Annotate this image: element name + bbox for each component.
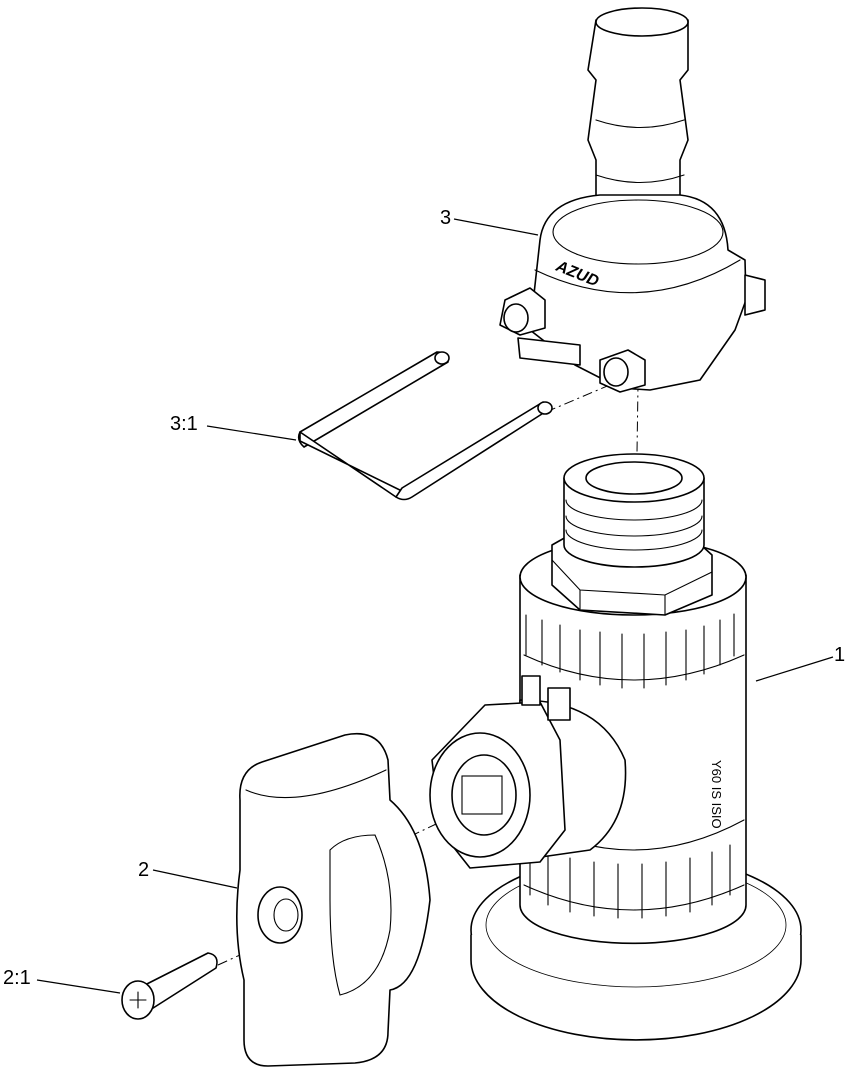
callout-2: 2 <box>138 859 150 881</box>
valve-body-part: Y60 IS ISIO <box>429 453 802 1041</box>
pin-centerline <box>545 383 613 413</box>
leader-2-1 <box>36 979 121 994</box>
body-marking-text: Y60 IS ISIO <box>709 760 724 829</box>
leader-3 <box>453 218 539 236</box>
screw-part <box>121 952 218 1020</box>
hose-fitting-part: AZUD <box>499 7 766 393</box>
callout-2-1: 2:1 <box>3 967 31 989</box>
u-pin-part <box>297 351 553 501</box>
callout-3: 3 <box>440 207 452 229</box>
leader-2 <box>152 869 238 889</box>
callout-1: 1 <box>834 644 846 666</box>
leader-3-1 <box>206 425 297 441</box>
handle-knob-part <box>236 733 431 1067</box>
callout-3-1: 3:1 <box>170 413 198 435</box>
leader-1 <box>755 656 834 682</box>
